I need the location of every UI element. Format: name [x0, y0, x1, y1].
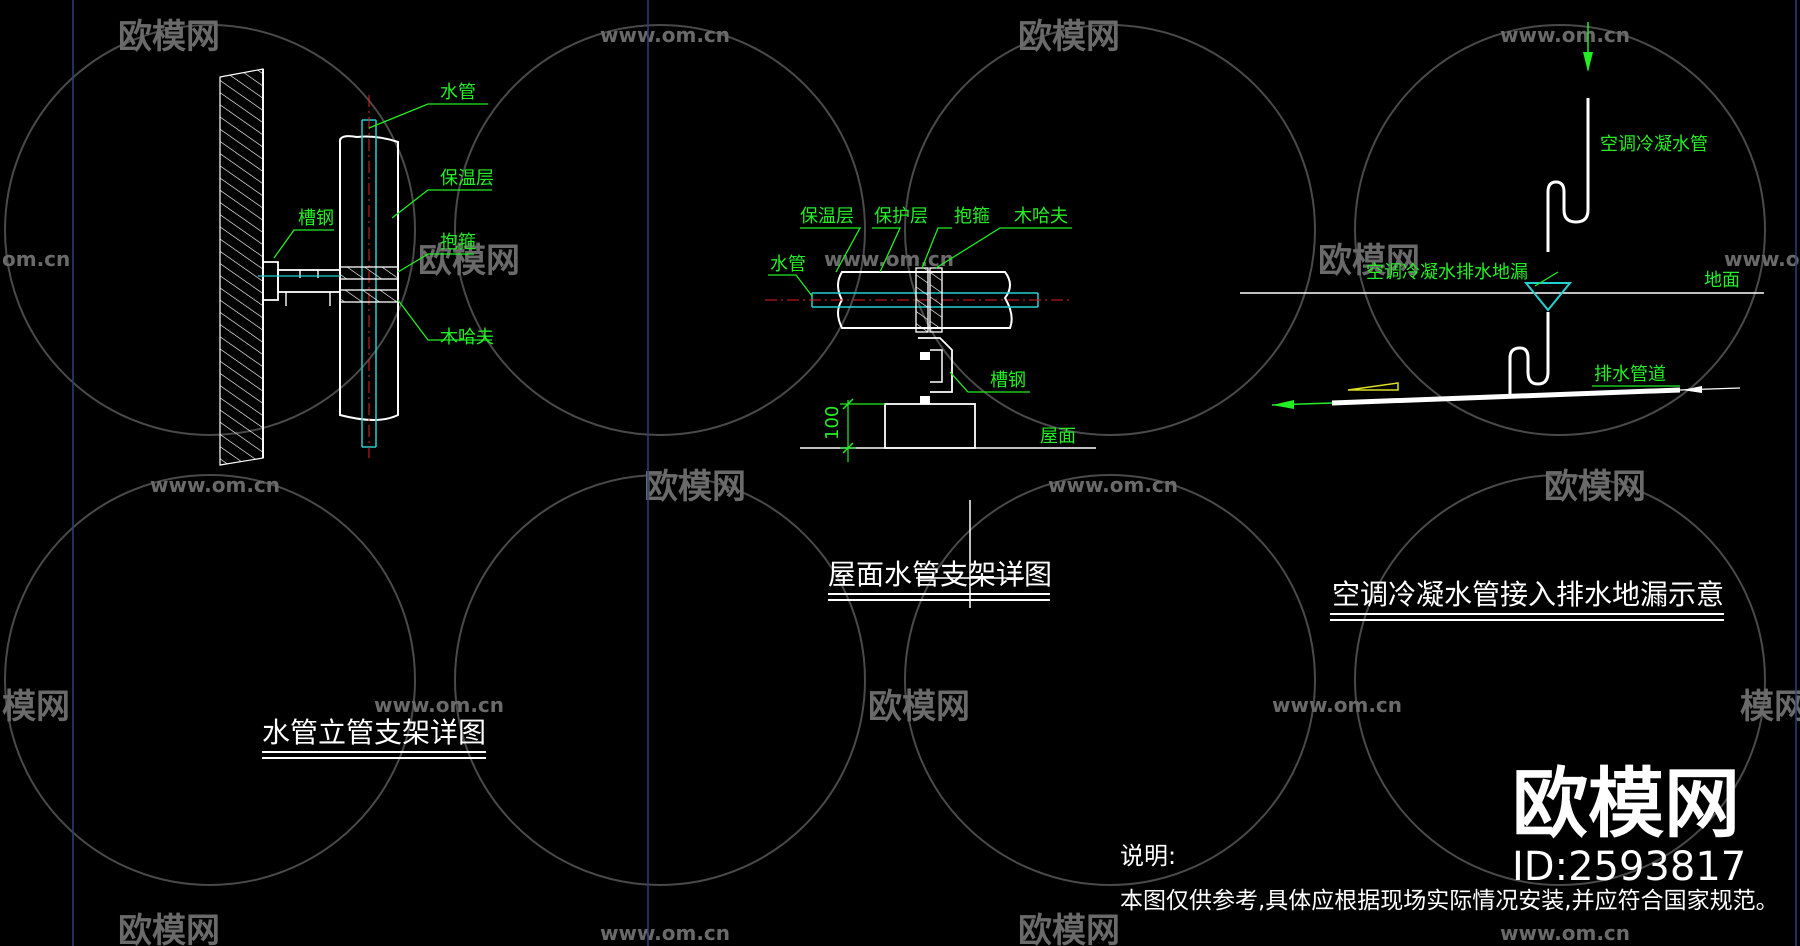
clamp-band-lower [339, 289, 399, 303]
brand-id: ID:2593817 [1512, 844, 1746, 890]
roof-concrete-base [884, 403, 976, 449]
watermark-brand: 欧模网 [418, 241, 520, 281]
roof-channel-steel [918, 337, 953, 393]
label-floor-drain: 空调冷凝水排水地漏 [1366, 262, 1528, 283]
watermark-url: www.om.cn [1724, 247, 1800, 271]
watermark-brand: 欧模网 [1318, 241, 1420, 281]
leader-floor-drain [1534, 271, 1559, 287]
brand-name: 欧模网 [1512, 759, 1740, 848]
label-wood-block: 木哈夫 [440, 327, 494, 348]
bracket-base [263, 261, 279, 301]
brand-block: 欧模网 ID:2593817 [1512, 759, 1746, 890]
drain-trap [1508, 312, 1550, 395]
notes-text: 本图仅供参考,具体应根据现场实际情况安装,并应符合国家规范。 [1120, 888, 1779, 914]
label-roof-insulation: 保温层 [800, 206, 854, 227]
drawing-roof-support: 100 保温层 保护层 抱箍 木哈夫 水管 槽钢 屋面 屋面水管支架详图 [765, 206, 1096, 608]
label-insulation: 保温层 [440, 168, 494, 189]
watermark-url: www.om.cn [600, 23, 730, 47]
watermark-url: om.cn [2, 247, 70, 271]
label-roof-pipe: 水管 [770, 254, 806, 275]
title-roof-support: 屋面水管支架详图 [828, 558, 1052, 591]
label-condensate-pipe: 空调冷凝水管 [1600, 134, 1708, 155]
label-roof-protection: 保护层 [874, 206, 928, 227]
label-pipe: 水管 [440, 82, 476, 103]
label-drain-pipe: 排水管道 [1594, 364, 1666, 385]
watermark-url: www.om.cn [374, 693, 504, 717]
channel-steel [277, 269, 341, 293]
title-riser-support: 水管立管支架详图 [262, 716, 486, 749]
leader-roof-insulation [800, 227, 862, 273]
label-roof-wood-block: 木哈夫 [1014, 206, 1068, 227]
notes-block: 说明: 本图仅供参考,具体应根据现场实际情况安装,并应符合国家规范。 [1120, 842, 1779, 914]
flow-arrow-head [1583, 52, 1593, 72]
label-roof: 屋面 [1040, 426, 1076, 447]
watermark-brand: 欧模网 [118, 17, 220, 57]
watermark-brand: 欧模网 [1544, 467, 1646, 507]
notes-heading: 说明: [1120, 842, 1176, 870]
watermark-url: www.om.cn [150, 473, 280, 497]
watermark-url: www.om.cn [600, 921, 730, 945]
leader-roof-wood [935, 227, 1072, 269]
leader-wood [397, 299, 492, 341]
label-channel-steel: 槽钢 [298, 208, 334, 229]
leader-roof-pipe [768, 274, 813, 297]
watermark-brand: 模网 [1740, 687, 1800, 727]
watermark-url: www.om.cn [1500, 23, 1630, 47]
watermark-circle [454, 474, 866, 886]
slope-indicator [1347, 382, 1399, 391]
roof-clamp-left [915, 267, 929, 333]
dimension-tick [842, 398, 854, 410]
watermark-url: www.om.cn [1272, 693, 1402, 717]
watermark-brand: 欧模网 [1018, 17, 1120, 57]
watermark-url: www.om.cn [1048, 473, 1178, 497]
outflow-arrow-head [1272, 400, 1294, 409]
leader-roof-clamp [921, 227, 952, 269]
watermark-text-layer: 欧模网 www.om.cn 欧模网 www.om.cn om.cn 欧模网 ww… [2, 17, 1800, 946]
dimension-tick [842, 442, 854, 454]
label-clamp: 抱箍 [440, 232, 476, 253]
watermark-circle [904, 24, 1316, 436]
watermark-layer [4, 24, 1766, 886]
pipe-outline [338, 135, 399, 421]
label-roof-clamp: 抱箍 [954, 206, 990, 227]
watermark-circle [1354, 474, 1766, 886]
roof-clamp-right [929, 267, 943, 333]
watermark-brand: 模网 [2, 687, 70, 727]
label-ground: 地面 [1704, 270, 1740, 291]
clamp-band-upper [339, 266, 399, 280]
watermark-url: www.om.cn [1500, 921, 1630, 945]
roof-bolt [920, 352, 930, 360]
roof-bolt [920, 396, 930, 404]
leader-insulation [391, 189, 492, 219]
leader-roof-protection [872, 227, 902, 273]
leader-clamp [397, 253, 474, 273]
watermark-circle [4, 474, 416, 886]
watermark-circle [1354, 24, 1766, 436]
condensate-pipe [1546, 98, 1590, 252]
floor-drain-funnel [1523, 282, 1573, 312]
watermark-brand: 欧模网 [1018, 911, 1120, 946]
leader-channel [273, 229, 334, 259]
drawing-riser-support: 水管 保温层 槽钢 抱箍 木哈夫 水管立管支架详图 [219, 68, 494, 759]
drawing-condensate-drain: 空调冷凝水管 空调冷凝水排水地漏 地面 排水管道 空调冷凝水管接入排水地漏示意 [1240, 22, 1764, 621]
dimension-value: 100 [822, 406, 843, 440]
watermark-circle [4, 24, 416, 436]
drain-pipe [1331, 387, 1681, 406]
leader-roof-channel [949, 371, 1030, 393]
watermark-circle [454, 24, 866, 436]
watermark-circle [904, 474, 1316, 886]
watermark-brand: 欧模网 [868, 687, 970, 727]
label-roof-channel: 槽钢 [990, 370, 1026, 391]
roof-channel-inner [930, 349, 943, 383]
title-condensate-drain: 空调冷凝水管接入排水地漏示意 [1332, 578, 1724, 611]
inflow-arrow-head [1682, 386, 1702, 393]
leader-pipe [368, 103, 488, 129]
wall-hatch [219, 68, 264, 466]
watermark-brand: 欧模网 [118, 911, 220, 946]
watermark-brand: 欧模网 [644, 467, 746, 507]
